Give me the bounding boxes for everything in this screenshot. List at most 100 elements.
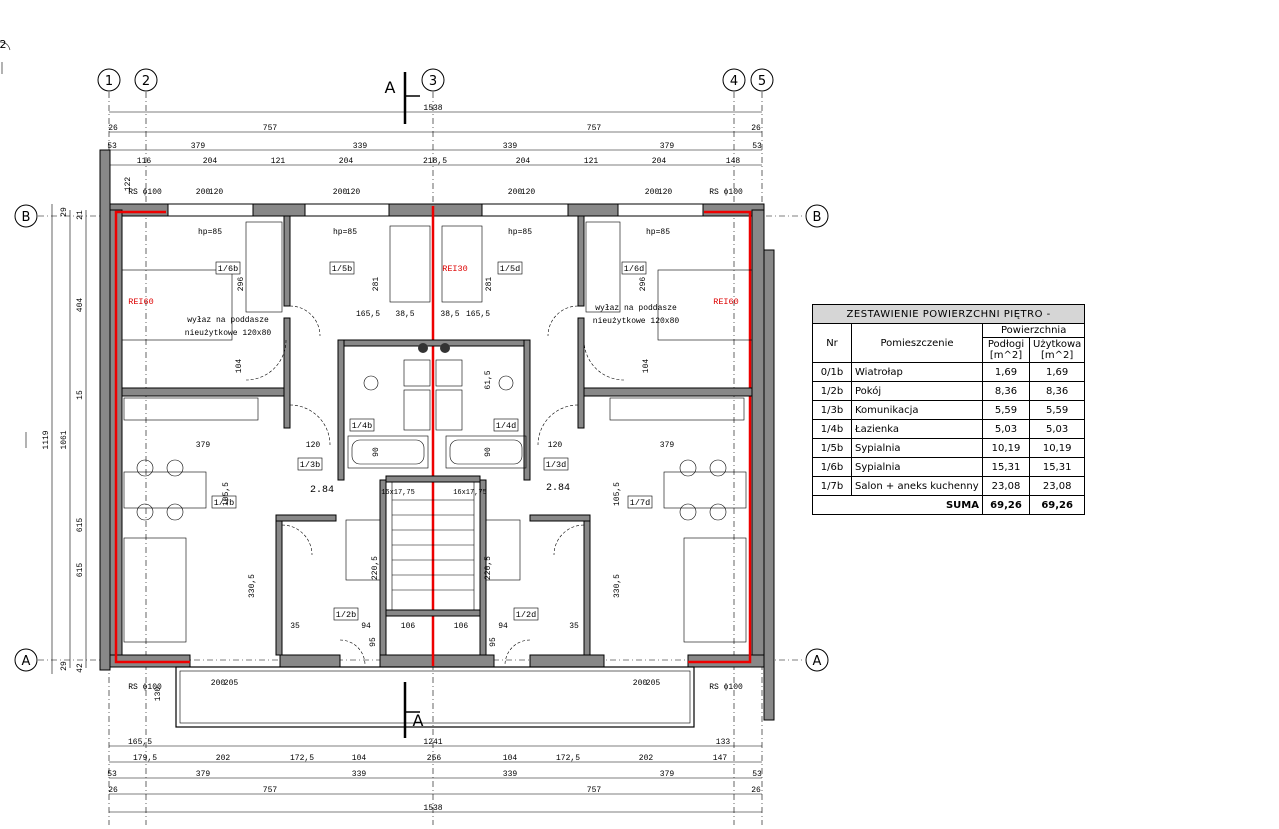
table-row: 1/4b Łazienka 5,03 5,03 <box>812 419 1086 439</box>
sofa-right <box>683 537 747 643</box>
win-dim-6: 120 <box>521 188 536 197</box>
room-1-5d: 1/5d <box>500 264 520 274</box>
axis-b-right-label: B <box>813 210 822 225</box>
idim-90-r: 90 <box>484 447 493 457</box>
inner-walls <box>121 215 753 656</box>
attic-left-2: nieużytkowe 120x80 <box>185 329 272 338</box>
axis-a-left-label: A <box>22 654 31 669</box>
doors <box>245 305 625 666</box>
table-row: 1/3b Komunikacja 5,59 5,59 <box>812 400 1086 420</box>
win-dim-5: 200 <box>508 188 523 197</box>
win-dim-7: 200 <box>645 188 660 197</box>
idim-296-l: 296 <box>237 277 246 292</box>
axis-2-label: 2 <box>142 74 150 89</box>
axis-b-left-marker <box>14 204 38 228</box>
section-mark-bottom: A <box>413 711 424 730</box>
dim-top-half-right: 757 <box>587 124 602 133</box>
cell-nr: 1/4b <box>812 419 852 439</box>
dim-side-s3: 29 <box>60 661 69 671</box>
idim-330-l: 330,5 <box>248 574 257 598</box>
axis-5-label: 5 <box>758 74 766 89</box>
cell-usable: 15,31 <box>1028 457 1086 477</box>
idim-120-l: 120 <box>306 441 321 450</box>
axis-4-label: 4 <box>730 74 738 89</box>
cell-usable: 5,03 <box>1028 419 1086 439</box>
axis-b-right-marker <box>805 204 829 228</box>
idim-165-l: 165,5 <box>356 310 380 319</box>
dim-top-r2-1: 379 <box>191 142 206 151</box>
bdim-e0: 26 <box>108 786 118 795</box>
col-usable-header: Użytkowa [m^2] <box>1028 337 1086 363</box>
dim-top-r2-3: 339 <box>503 142 518 151</box>
room-1-6b: 1/6b <box>218 264 238 274</box>
room-1-6d: 1/6d <box>624 264 644 274</box>
attic-right-2: nieużytkowe 120x80 <box>593 317 680 326</box>
dim-side-s5: 122 <box>124 177 133 192</box>
idim-106-r: 106 <box>454 622 469 631</box>
dim-top-r3-3: 121 <box>271 157 286 166</box>
dim-top-edge2-l: 53 <box>107 142 117 151</box>
idim-94-l: 94 <box>361 622 371 631</box>
bdim-half-l: 757 <box>263 786 278 795</box>
axis-a-right-label: A <box>813 654 822 669</box>
axis-4-marker <box>722 68 746 92</box>
idim-615: 615 <box>76 563 85 578</box>
dim-top-r2-2: 339 <box>353 142 368 151</box>
idim-106-l: 106 <box>401 622 416 631</box>
cell-name: Pokój <box>851 381 983 401</box>
rei60-left: REI60 <box>128 297 154 307</box>
window-dims-top: 200 120 200 120 200 120 200 120 <box>196 188 673 197</box>
sum-floor: 69,26 <box>982 495 1030 515</box>
idim-330-r: 330,5 <box>613 574 622 598</box>
dim-top-edge2-r: 53 <box>752 142 762 151</box>
dim-top-r3-2: 204 <box>203 157 218 166</box>
win-dim-4: 120 <box>346 188 361 197</box>
idim-105-l: 105,5 <box>222 482 231 506</box>
horizontal-axes: B B A A <box>14 204 829 672</box>
bdim-half-r: 757 <box>587 786 602 795</box>
cell-name: Sypialnia <box>851 438 983 458</box>
bdim-r1-t: 1241 <box>423 738 442 747</box>
idim-130: 130 <box>154 687 163 702</box>
dim-top-r3-4: 204 <box>339 157 354 166</box>
table-row: 0/1b Wiatrołap 1,69 1,69 <box>812 362 1086 382</box>
idim-38-r: 38,5 <box>440 310 459 319</box>
window-dims-bottom: 200 205 200 205 <box>211 679 661 688</box>
table-left <box>123 471 207 509</box>
cell-usable: 1,69 <box>1028 362 1086 382</box>
dim-top-edge-r: 26 <box>751 124 761 133</box>
rei60-right: REI60 <box>713 297 739 307</box>
col-floor-unit: [m^2] <box>989 350 1023 361</box>
cell-usable: 10,19 <box>1028 438 1086 458</box>
kitchen-left <box>123 397 259 421</box>
win-dim-3: 200 <box>333 188 348 197</box>
dim-side-s6: 15 <box>76 390 85 400</box>
table-right <box>663 471 747 509</box>
cell-usable: 23,08 <box>1028 476 1086 496</box>
bdim-r1-r: 133 <box>716 738 731 747</box>
dim-top-r2-4: 379 <box>660 142 675 151</box>
dim-top-half-left: 757 <box>263 124 278 133</box>
axis-1-label: 1 <box>105 74 113 89</box>
bed-left <box>121 269 233 341</box>
room-1-7d: 1/7d <box>630 498 650 508</box>
dim-side-s2: 21 <box>76 210 85 220</box>
bed-5b <box>389 225 431 303</box>
fire-separation-lines <box>114 206 752 666</box>
idim-296-r: 296 <box>639 277 648 292</box>
idim-104-l: 104 <box>235 359 244 374</box>
rs-top-right: RS ϕ100 <box>709 188 743 197</box>
rs-bottom-left: RS ϕ100 <box>128 683 162 692</box>
cell-name: Komunikacja <box>851 400 983 420</box>
idim-379-r: 379 <box>660 441 675 450</box>
dim-top-r3-1: 116 <box>137 157 152 166</box>
side-dimensions: 1119 1061 404 615 29 21 29 42 122 15 <box>25 177 133 674</box>
axis-a-left-marker <box>14 648 38 672</box>
dim-top-r3-9: 148 <box>726 157 741 166</box>
sofa-left <box>123 537 187 643</box>
room-1-2d: 1/2d <box>516 610 536 620</box>
bdim-r1-l: 165,5 <box>128 738 152 747</box>
idim-38-l: 38,5 <box>395 310 414 319</box>
bdim-r2-6: 104 <box>503 754 518 763</box>
col-floor-label: Podłogi <box>987 339 1025 350</box>
